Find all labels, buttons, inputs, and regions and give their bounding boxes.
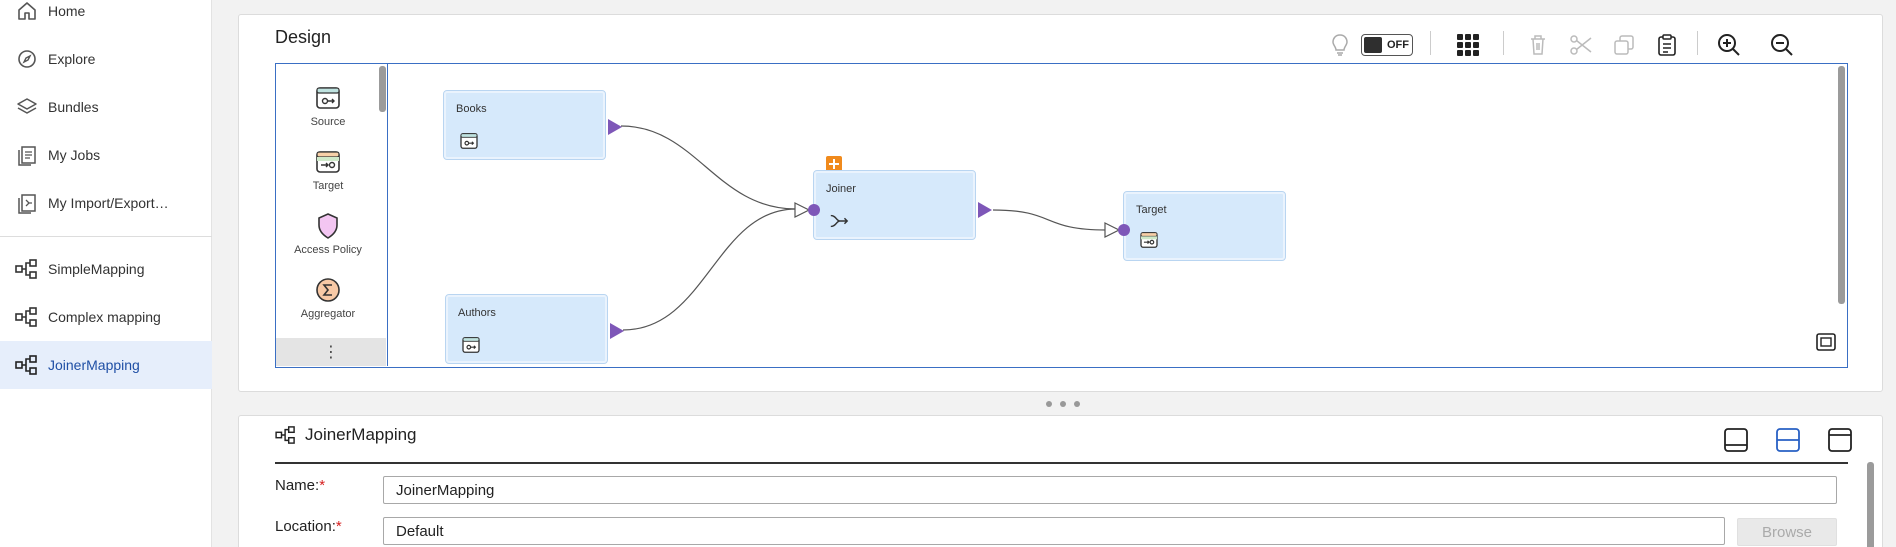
sidebar: Home Explore Bundles My Jobs My Import/E… <box>0 0 212 547</box>
design-panel: Design OFF Source <box>238 14 1883 392</box>
recommendations-toggle[interactable]: OFF <box>1361 34 1413 56</box>
palette-target-label: Target <box>312 180 344 192</box>
grid-icon[interactable] <box>1452 29 1484 61</box>
mapping-icon <box>14 304 40 330</box>
palette-aggregator[interactable]: Aggregator <box>276 276 380 336</box>
mapping-icon <box>14 256 40 282</box>
jobs-icon <box>14 142 40 168</box>
node-authors-label: Authors <box>458 307 496 319</box>
copy-icon[interactable] <box>1608 29 1640 61</box>
layout-bottom-icon[interactable] <box>1720 424 1752 456</box>
toolbar-separator <box>1503 31 1504 55</box>
source-icon <box>459 131 479 151</box>
trash-icon[interactable] <box>1522 29 1554 61</box>
home-icon <box>14 0 40 24</box>
properties-panel: JoinerMapping Name:* Location:* Browse <box>238 415 1883 547</box>
design-canvas[interactable]: Source Target Access Policy Aggregator <box>275 63 1848 368</box>
properties-divider <box>275 462 1848 464</box>
target-icon <box>1139 230 1159 250</box>
toggle-label: OFF <box>1387 39 1409 51</box>
target-input-port[interactable] <box>1104 220 1132 240</box>
joiner-icon <box>829 211 849 231</box>
name-input[interactable] <box>383 476 1837 504</box>
canvas-scrollbar[interactable] <box>1838 66 1845 304</box>
node-authors[interactable]: Authors <box>445 294 608 364</box>
node-books-label: Books <box>456 103 487 115</box>
sidebar-divider <box>0 236 212 237</box>
joiner-output-port[interactable] <box>977 201 993 219</box>
nav-bundles-label: Bundles <box>48 99 99 115</box>
paste-icon[interactable] <box>1651 29 1683 61</box>
nav-bundles[interactable]: Bundles <box>0 83 212 131</box>
properties-title: JoinerMapping <box>305 425 417 444</box>
properties-header: JoinerMapping <box>275 424 417 446</box>
books-output-port[interactable] <box>607 118 623 136</box>
palette-source[interactable]: Source <box>276 84 380 144</box>
palette-more-button[interactable]: ⋮ <box>276 338 386 366</box>
source-icon <box>461 335 481 355</box>
layers-icon <box>14 94 40 120</box>
node-target-label: Target <box>1136 204 1167 216</box>
node-joiner-label: Joiner <box>826 183 856 195</box>
nav-home-label: Home <box>48 3 86 19</box>
mapping-icon <box>14 352 40 378</box>
palette-source-label: Source <box>310 116 346 128</box>
shield-icon <box>314 212 342 240</box>
location-label: Location:* <box>275 518 342 535</box>
nav-simple-mapping-label: SimpleMapping <box>48 261 145 277</box>
source-icon <box>314 84 342 112</box>
palette-target[interactable]: Target <box>276 148 380 208</box>
toggle-knob <box>1364 37 1382 53</box>
target-icon <box>314 148 342 176</box>
location-input[interactable] <box>383 517 1725 545</box>
toolbar-separator <box>1430 31 1431 55</box>
design-title: Design <box>275 27 332 47</box>
lightbulb-icon[interactable] <box>1324 29 1356 61</box>
node-joiner[interactable]: Joiner <box>813 170 976 240</box>
palette-aggregator-label: Aggregator <box>300 308 356 320</box>
sigma-icon <box>314 276 342 304</box>
authors-output-port[interactable] <box>609 322 625 340</box>
nav-joiner-mapping-label: JoinerMapping <box>48 357 140 373</box>
nav-explore-label: Explore <box>48 51 96 67</box>
properties-scrollbar[interactable] <box>1867 462 1874 547</box>
zoom-in-icon[interactable] <box>1713 29 1745 61</box>
nav-explore[interactable]: Explore <box>0 35 212 83</box>
nav-simple-mapping[interactable]: SimpleMapping <box>0 245 212 293</box>
joiner-input-port[interactable] <box>794 200 822 220</box>
palette-access-policy-label: Access Policy <box>294 244 362 256</box>
mapping-links <box>620 125 1107 331</box>
compass-icon <box>14 46 40 72</box>
nav-home[interactable]: Home <box>0 0 212 35</box>
nav-import-export[interactable]: My Import/Export… <box>0 179 212 227</box>
node-books[interactable]: Books <box>443 90 606 160</box>
mapping-icon <box>275 424 299 446</box>
layout-top-icon[interactable] <box>1824 424 1856 456</box>
fit-to-screen-icon[interactable] <box>1815 331 1837 353</box>
nav-complex-mapping[interactable]: Complex mapping <box>0 293 212 341</box>
palette-access-policy[interactable]: Access Policy <box>276 212 380 272</box>
zoom-out-icon[interactable] <box>1766 29 1798 61</box>
browse-button[interactable]: Browse <box>1737 518 1837 546</box>
name-label: Name:* <box>275 477 326 494</box>
layout-split-icon[interactable] <box>1772 424 1804 456</box>
node-target[interactable]: Target <box>1123 191 1286 261</box>
nav-my-jobs[interactable]: My Jobs <box>0 131 212 179</box>
warning-badge-icon[interactable] <box>826 156 842 172</box>
import-export-icon <box>14 190 40 216</box>
palette-scrollbar[interactable] <box>379 66 386 112</box>
nav-joiner-mapping[interactable]: JoinerMapping <box>0 341 212 389</box>
scissors-icon[interactable] <box>1565 29 1597 61</box>
toolbar-separator <box>1697 31 1698 55</box>
nav-import-export-label: My Import/Export… <box>48 195 169 211</box>
transformation-palette: Source Target Access Policy Aggregator <box>276 64 388 366</box>
panel-splitter[interactable] <box>1046 399 1080 409</box>
nav-complex-mapping-label: Complex mapping <box>48 309 161 325</box>
nav-my-jobs-label: My Jobs <box>48 147 101 163</box>
